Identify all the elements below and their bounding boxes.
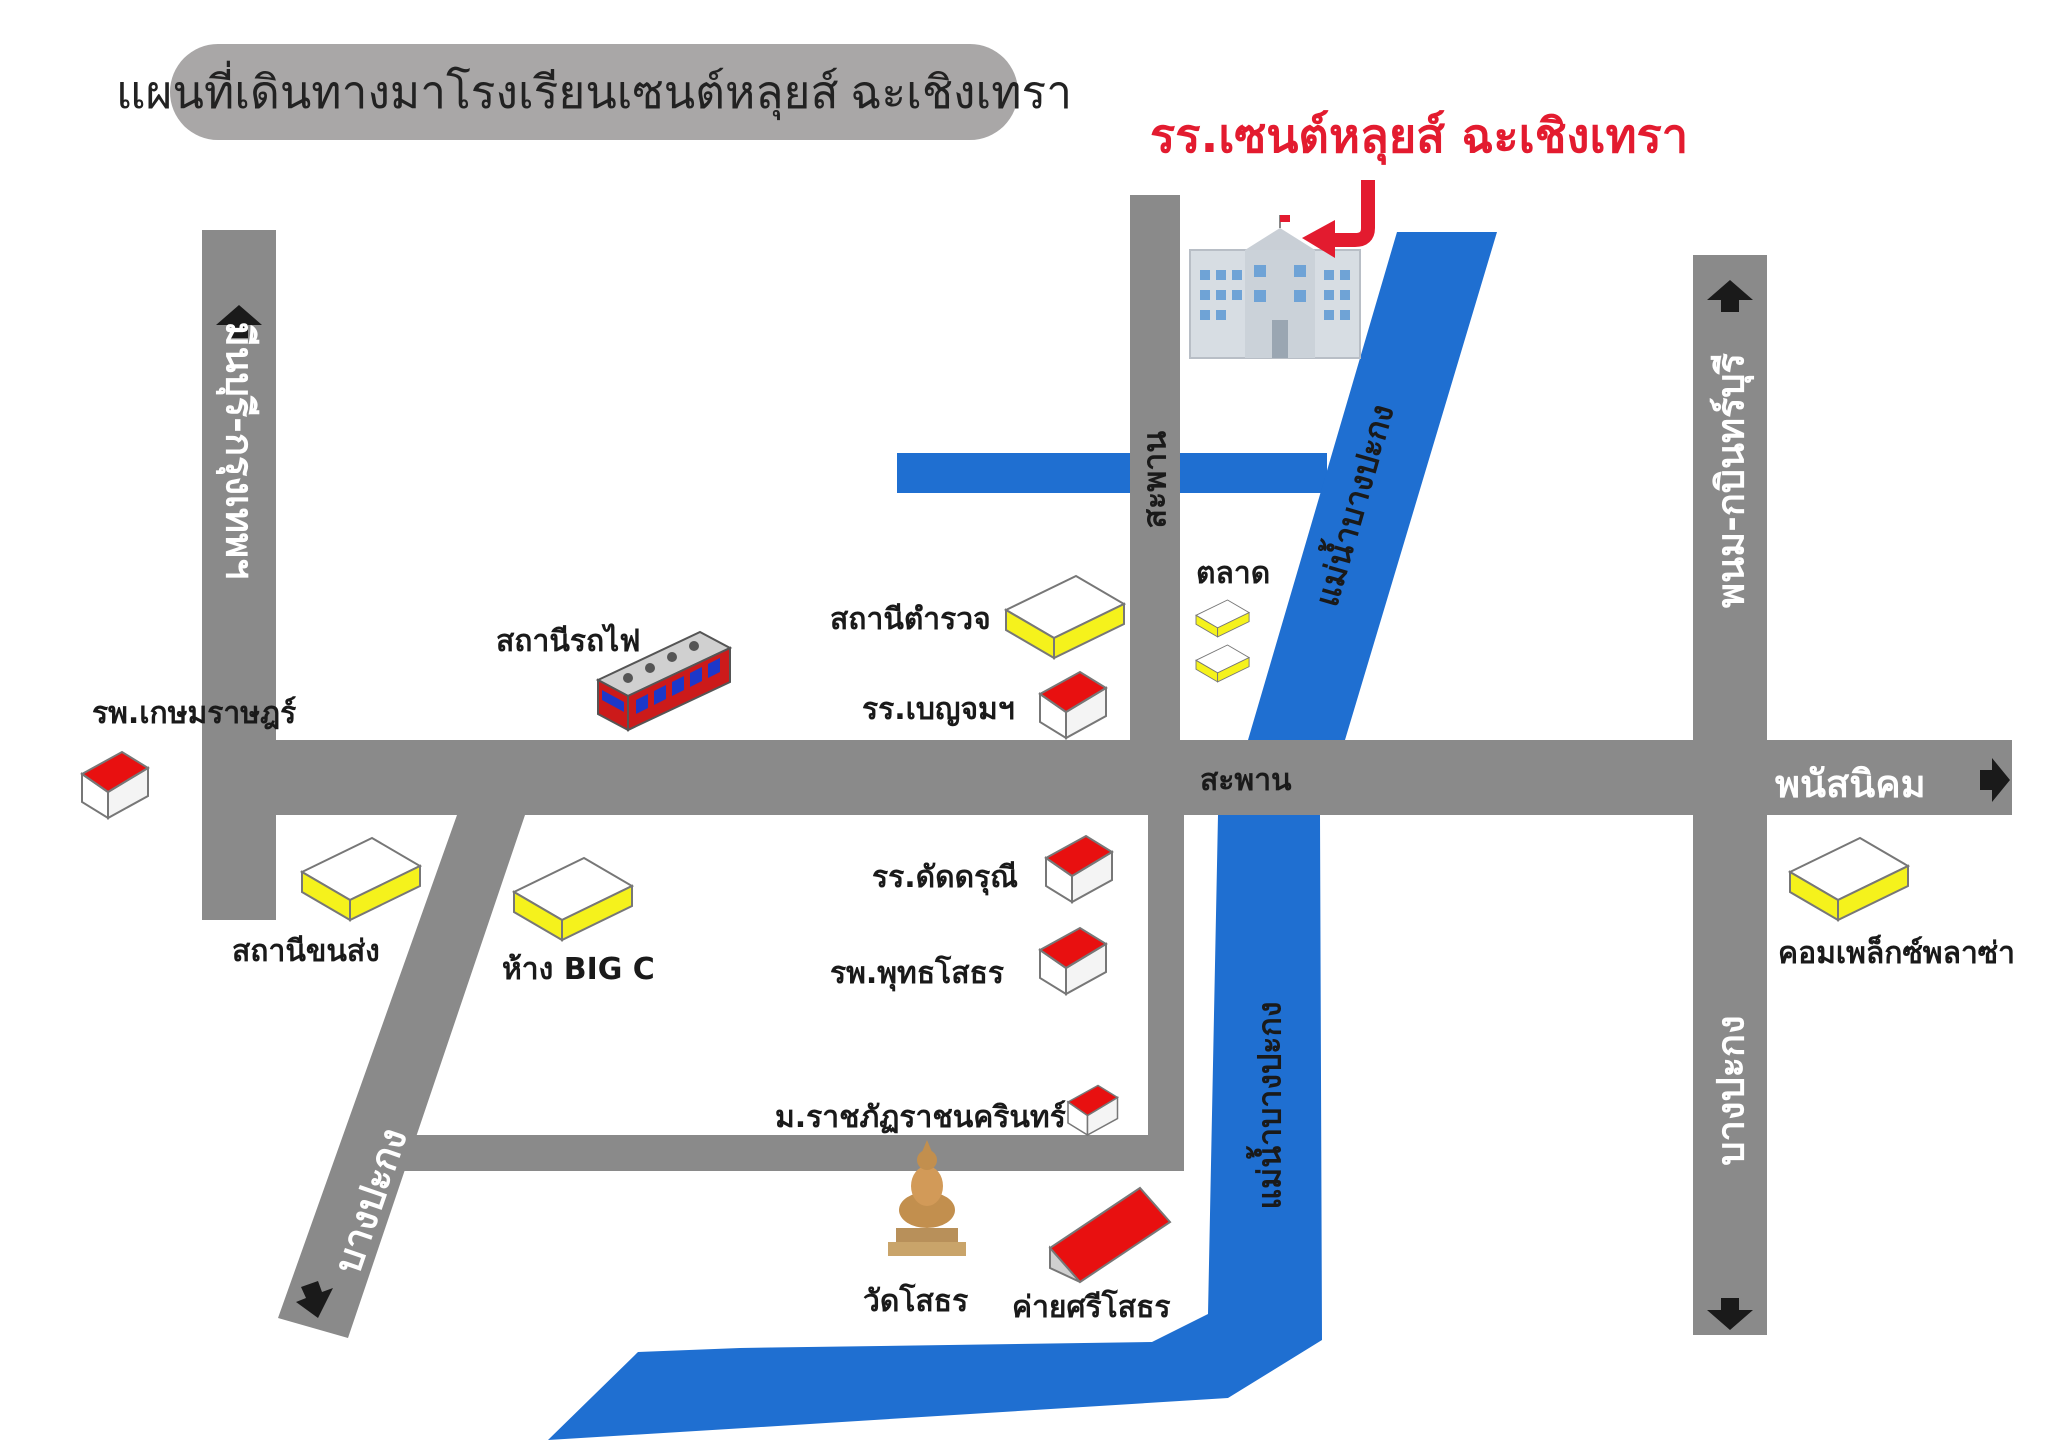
- hospital-phutthasothon-icon: [1039, 927, 1107, 995]
- big-c-icon: [513, 857, 633, 941]
- up-arrow-icon: [1707, 280, 1753, 312]
- road-label-minburi-bangkok: มีนบุรี-กรุงเทพฯ: [217, 321, 262, 580]
- down-arrow-icon: [1707, 1298, 1753, 1330]
- page-title: แผนที่เดินทางมาโรงเรียนเซนต์หลุยส์ ฉะเชิ…: [115, 66, 1073, 118]
- up-arrow-icon: [216, 305, 262, 338]
- complex-plaza-icon: [1789, 837, 1909, 921]
- place-label-police-station: สถานีตำรวจ: [830, 602, 991, 637]
- school-datdarun-icon: [1045, 835, 1113, 903]
- river-bang-pakong: [548, 232, 1497, 1440]
- place-label-benjama: รร.เบญจมฯ: [862, 692, 1015, 727]
- bus-station-icon: [301, 837, 421, 921]
- road-inner-vertical: [1148, 815, 1184, 1170]
- down-arrow-icon: [296, 1281, 333, 1318]
- canal: [897, 453, 1327, 493]
- school-benjama-icon: [1039, 671, 1107, 739]
- place-label-rajabhat: ม.ราชภัฏราชนครินทร์: [775, 1100, 1066, 1135]
- market-icon: [1195, 599, 1250, 638]
- road-label-bridge-main: สะพาน: [1200, 763, 1292, 798]
- place-label-phutthasothon: รพ.พุทธโสธร: [830, 956, 1004, 991]
- place-label-train-station: สถานีรถไฟ: [496, 624, 641, 659]
- hospital-kasemrad-icon: [81, 751, 149, 819]
- road-label-phanatnikhom: พนัสนิคม: [1775, 762, 1926, 806]
- title-banner: แผนที่เดินทางมาโรงเรียนเซนต์หลุยส์ ฉะเชิ…: [115, 44, 1073, 140]
- buddha-statue-icon: [888, 1140, 966, 1256]
- river-upper: [1248, 232, 1497, 740]
- road-inner-horizontal: [398, 1135, 1184, 1171]
- road-label-phanom-kabinburi: พนม-กบินทร์บุรี: [1708, 353, 1753, 608]
- camp-tent-icon: [1048, 1186, 1172, 1284]
- river-label-lower: แม่น้ำบางปะกง: [1250, 1001, 1289, 1210]
- red-pointer-arrow-icon: [1302, 180, 1375, 258]
- place-label-complex-plaza: คอมเพล็กซ์พลาซ่า: [1778, 936, 2016, 971]
- road-label-bridge-vertical: สะพาน: [1135, 430, 1174, 529]
- market-icon: [1195, 644, 1250, 683]
- rajabhat-icon: [1067, 1084, 1119, 1136]
- roads: [202, 195, 2012, 1338]
- road-phanom-kabinburi: [1693, 255, 1767, 1335]
- school-name: รร.เซนต์หลุยส์ ฉะเชิงเทรา: [1150, 109, 1689, 164]
- place-label-wat-sothon: วัดโสธร: [863, 1284, 969, 1319]
- place-label-sri-sothon-camp: ค่ายศรีโสธร: [1012, 1290, 1171, 1325]
- right-arrow-icon: [1980, 758, 2010, 802]
- police-station-icon: [1005, 575, 1125, 659]
- place-label-big-c: ห้าง BIG C: [502, 952, 655, 987]
- road-bridge-vertical: [1130, 195, 1180, 740]
- place-label-bus-station: สถานีขนส่ง: [232, 934, 380, 969]
- river-lower: [548, 815, 1322, 1440]
- place-label-kasemrad: รพ.เกษมราษฎร์: [92, 696, 297, 731]
- place-label-datdarun: รร.ดัดดรุณี: [872, 860, 1019, 895]
- road-label-bangpakong-right: บางปะกง: [1708, 1015, 1753, 1166]
- train-icon: [595, 630, 733, 732]
- road-bangpakong-left: [278, 815, 525, 1338]
- place-label-market: ตลาด: [1196, 556, 1271, 591]
- school-building-icon: [1189, 215, 1361, 359]
